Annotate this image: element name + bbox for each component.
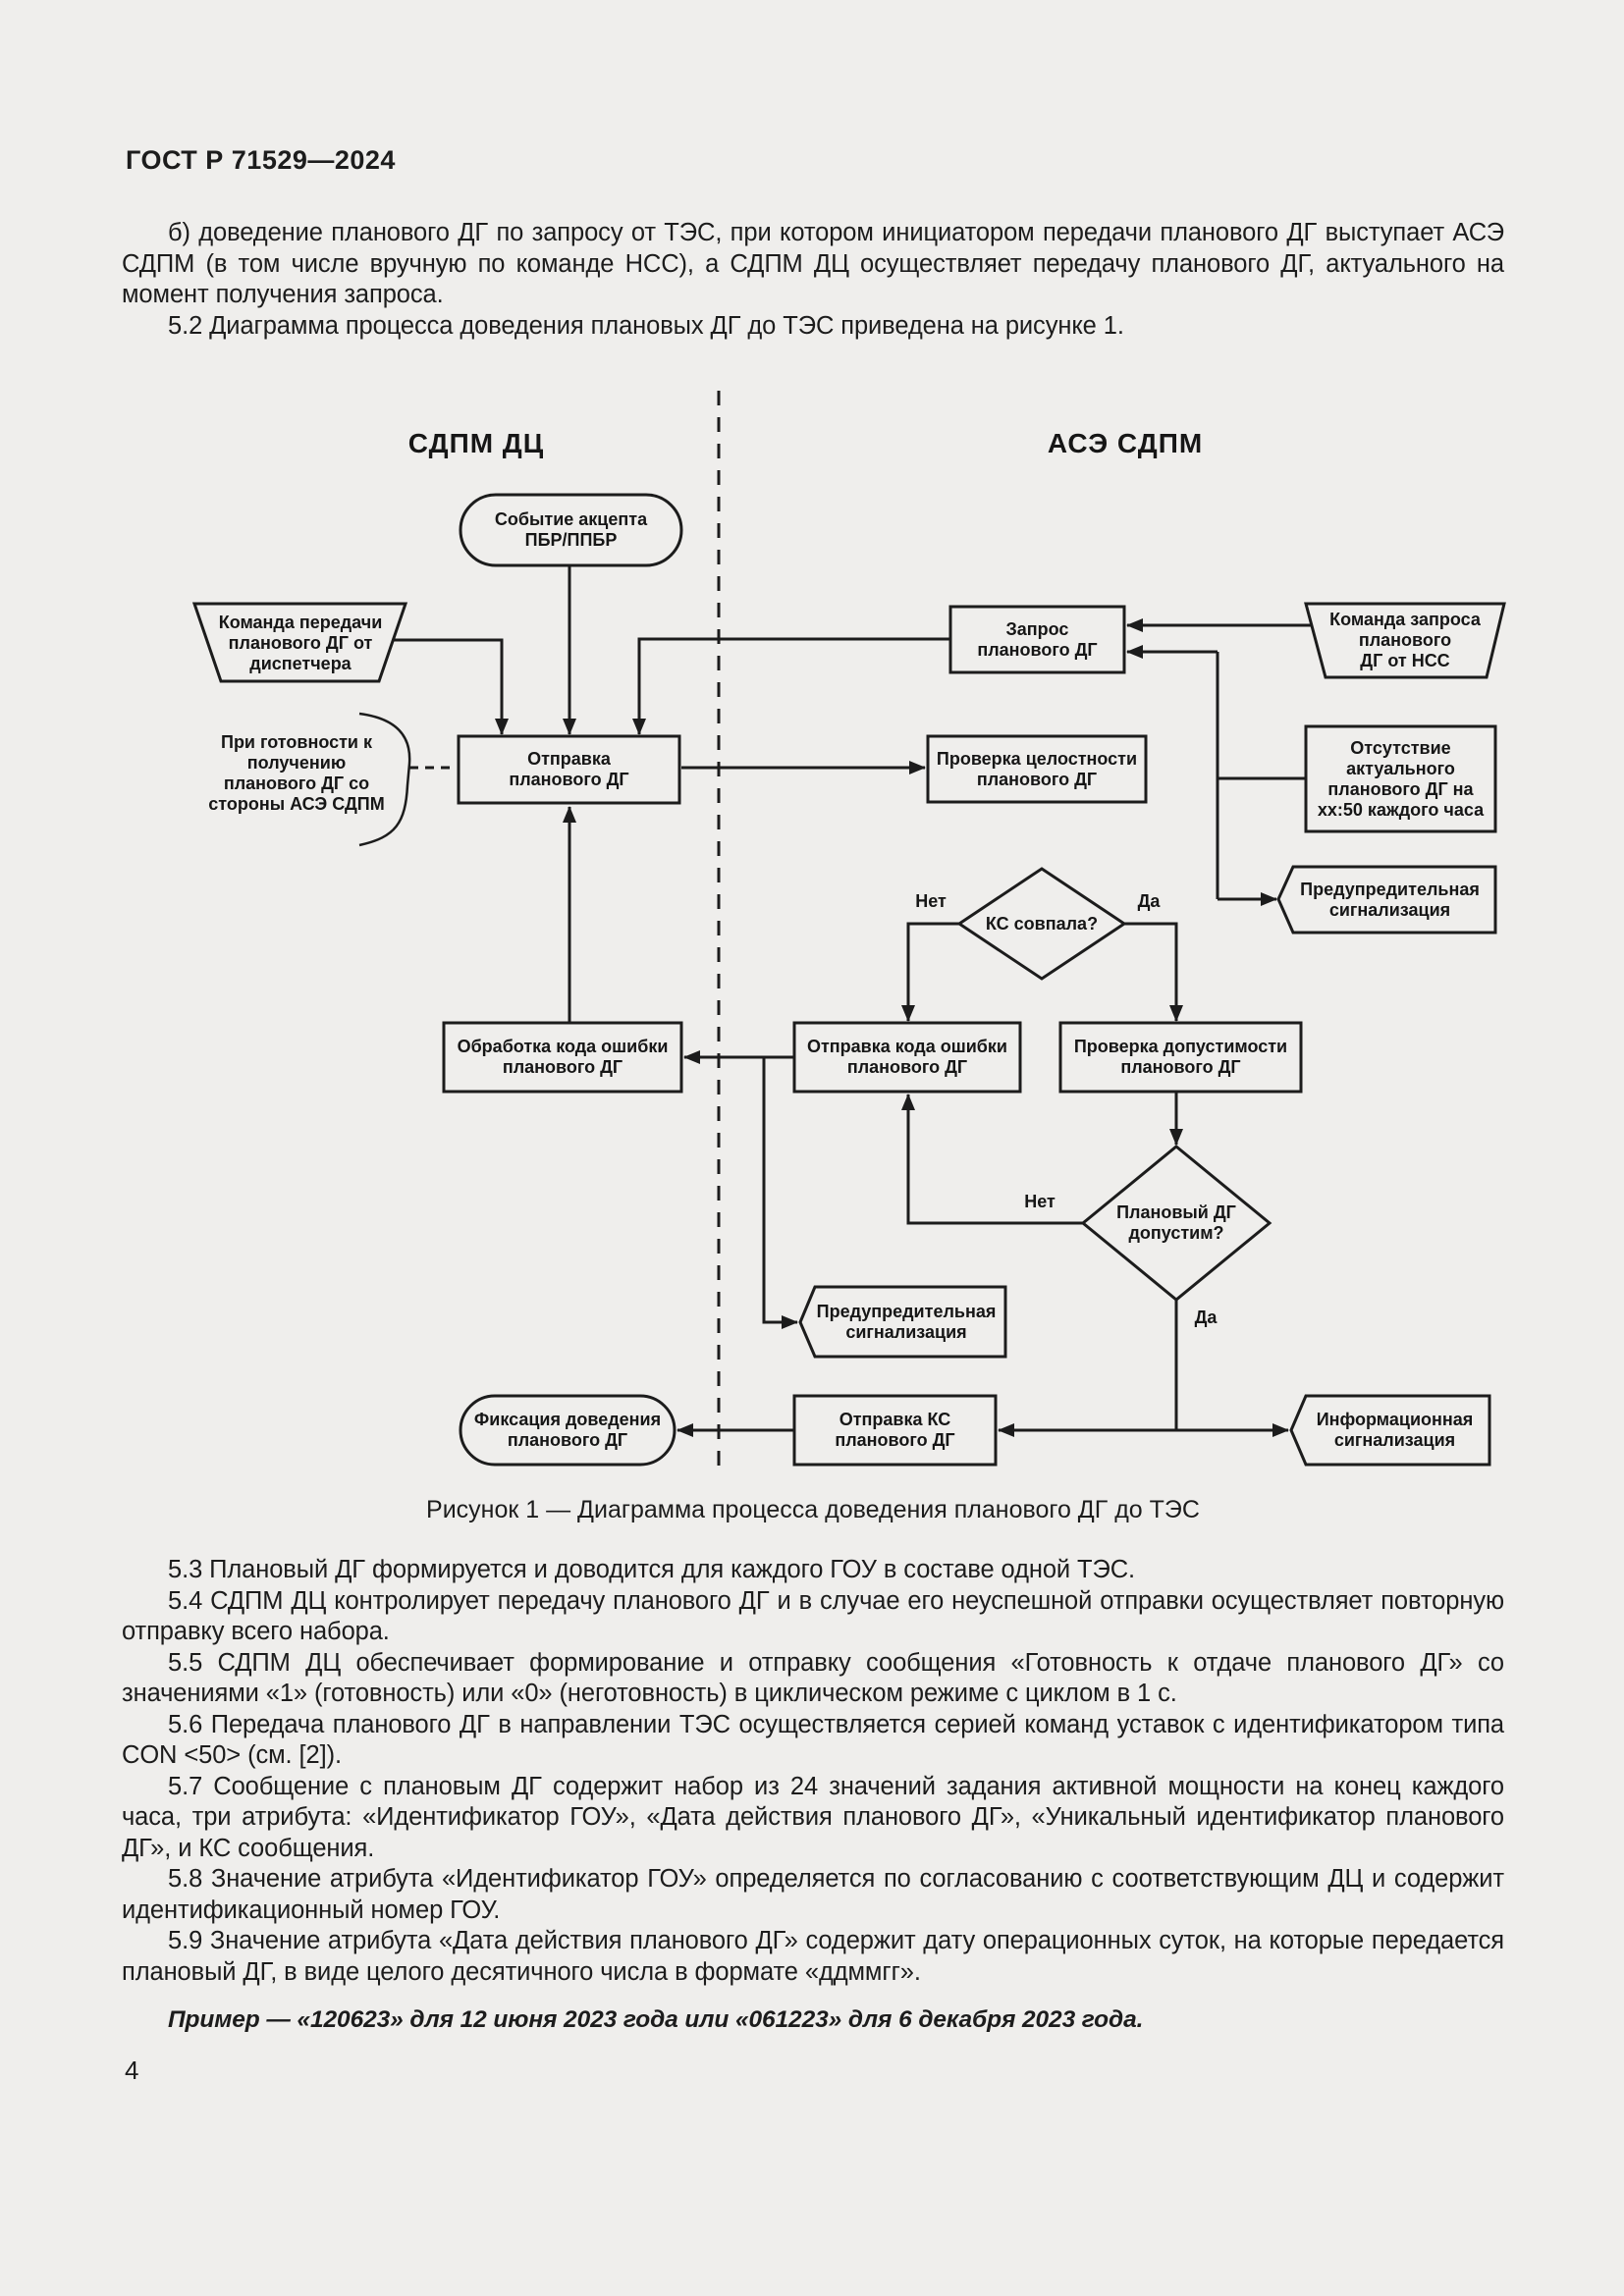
node-send-crc: Отправка КС планового ДГ — [835, 1410, 955, 1450]
edge-label-yes-crc: Да — [1137, 890, 1161, 911]
edge-label-yes-valid: Да — [1194, 1307, 1218, 1327]
node-check-valid: Проверка допустимости планового ДГ — [1073, 1037, 1288, 1077]
node-send-error: Отправка кода ошибки планового ДГ — [806, 1037, 1007, 1077]
node-info-alarm: Информационная сигнализация — [1316, 1410, 1474, 1450]
paragraph-b: б) доведение планового ДГ по запросу от … — [122, 219, 1504, 308]
node-process-error: Обработка кода ошибки планового ДГ — [457, 1037, 669, 1077]
paragraph-5-9: 5.9 Значение атрибута «Дата действия пла… — [122, 1927, 1504, 1986]
standard-code: ГОСТ Р 71529—2024 — [126, 145, 396, 175]
paragraph-5-4: 5.4 СДПМ ДЦ контролирует передачу планов… — [122, 1586, 1504, 1646]
node-warn-alarm-mid: Предупредительная сигнализация — [816, 1301, 997, 1342]
edge-label-no-crc: Нет — [915, 890, 947, 911]
node-comment-ready: При готовности к получению планового ДГ … — [208, 732, 385, 814]
node-cmd-dispatcher: Команда передачи планового ДГ от диспетч… — [218, 612, 383, 673]
node-warn-alarm-top: Предупредительная сигнализация — [1300, 879, 1480, 920]
lane-title-right: АСЭ СДПМ — [1047, 428, 1204, 458]
node-cmd-ncc: Команда запроса планового ДГ от НСС — [1329, 609, 1481, 670]
node-fix-delivery: Фиксация доведения планового ДГ — [473, 1410, 662, 1450]
paragraph-5-6: 5.6 Передача планового ДГ в направлении … — [122, 1710, 1504, 1770]
node-check-integrity: Проверка целостности планового ДГ — [936, 748, 1138, 789]
node-dg-valid: Плановый ДГ допустим? — [1116, 1202, 1236, 1243]
node-event-accept: Событие акцепта ПБР/ППБР — [494, 509, 648, 550]
node-no-actual-dg: Отсутствие актуального планового ДГ на x… — [1317, 737, 1485, 820]
paragraph-5-7: 5.7 Сообщение с плановым ДГ содержит наб… — [122, 1772, 1504, 1862]
figure-caption: Рисунок 1 — Диаграмма процесса доведения… — [426, 1496, 1200, 1523]
page-number: 4 — [125, 2056, 139, 2085]
node-request-dg: Запрос планового ДГ — [977, 618, 1098, 660]
lower-text-block: 5.3 Плановый ДГ формируется и доводится … — [122, 1555, 1504, 2036]
paragraph-5-5: 5.5 СДПМ ДЦ обеспечивает формирование и … — [122, 1648, 1504, 1708]
node-crc-match: КС совпала? — [985, 913, 1099, 934]
paragraph-5-3: 5.3 Плановый ДГ формируется и доводится … — [168, 1556, 1136, 1583]
edge-label-no-valid: Нет — [1024, 1191, 1056, 1211]
example-note: Пример — «120623» для 12 июня 2023 года … — [168, 2006, 1144, 2033]
node-send-dg: Отправка планового ДГ — [509, 749, 629, 789]
paragraph-5-8: 5.8 Значение атрибута «Идентификатор ГОУ… — [122, 1865, 1504, 1924]
lane-title-left: СДПМ ДЦ — [407, 428, 545, 458]
upper-text-block: б) доведение планового ДГ по запросу от … — [122, 218, 1504, 342]
paragraph-5-2: 5.2 Диаграмма процесса доведения плановы… — [168, 311, 1124, 340]
